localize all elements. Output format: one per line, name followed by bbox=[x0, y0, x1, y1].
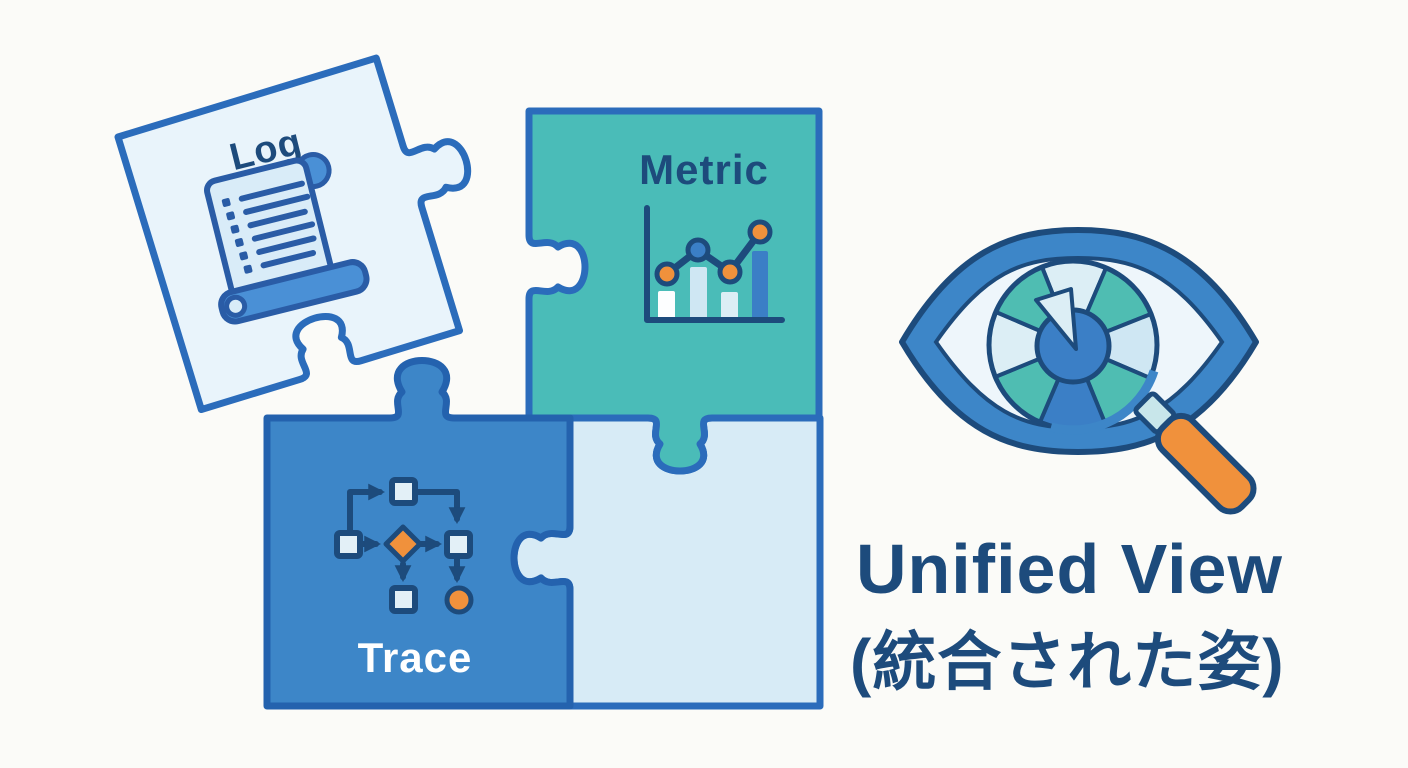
chart-point-orange bbox=[717, 259, 743, 285]
magnifier-handle bbox=[1154, 412, 1257, 515]
flow-node-square bbox=[389, 585, 418, 614]
aperture-iris bbox=[986, 258, 1160, 428]
unified-view-heading: Unified View (統合された姿) bbox=[850, 530, 1285, 698]
trace-label: Trace bbox=[358, 634, 473, 681]
flow-node-square bbox=[389, 477, 418, 506]
puzzle-piece-metric: Metric bbox=[525, 107, 823, 475]
puzzle-piece-log: Log bbox=[114, 54, 472, 414]
chart-point-blue bbox=[685, 237, 711, 263]
metric-label: Metric bbox=[639, 146, 769, 193]
puzzle-piece-trace: Trace bbox=[263, 357, 574, 710]
flow-node-square bbox=[334, 530, 363, 559]
eye-aperture-icon bbox=[899, 227, 1259, 515]
unified-view-title: Unified View bbox=[856, 530, 1283, 608]
magnifier-rim-arc bbox=[1049, 369, 1159, 435]
magnifying-glass-icon bbox=[1133, 391, 1257, 515]
unified-view-subtitle: (統合された姿) bbox=[850, 626, 1285, 698]
chart-point-orange bbox=[654, 261, 680, 287]
chart-point-orange bbox=[747, 219, 773, 245]
trace-piece-shape bbox=[263, 357, 574, 710]
bar-line-chart-icon bbox=[644, 205, 785, 323]
scroll-document-icon bbox=[204, 152, 370, 325]
flow-node-diamond bbox=[383, 524, 423, 564]
flowchart-icon bbox=[334, 477, 474, 615]
metric-piece-shape bbox=[525, 107, 823, 475]
pupil-notch bbox=[1034, 287, 1078, 351]
flow-node-circle bbox=[444, 585, 474, 615]
flow-node-square bbox=[444, 530, 473, 559]
